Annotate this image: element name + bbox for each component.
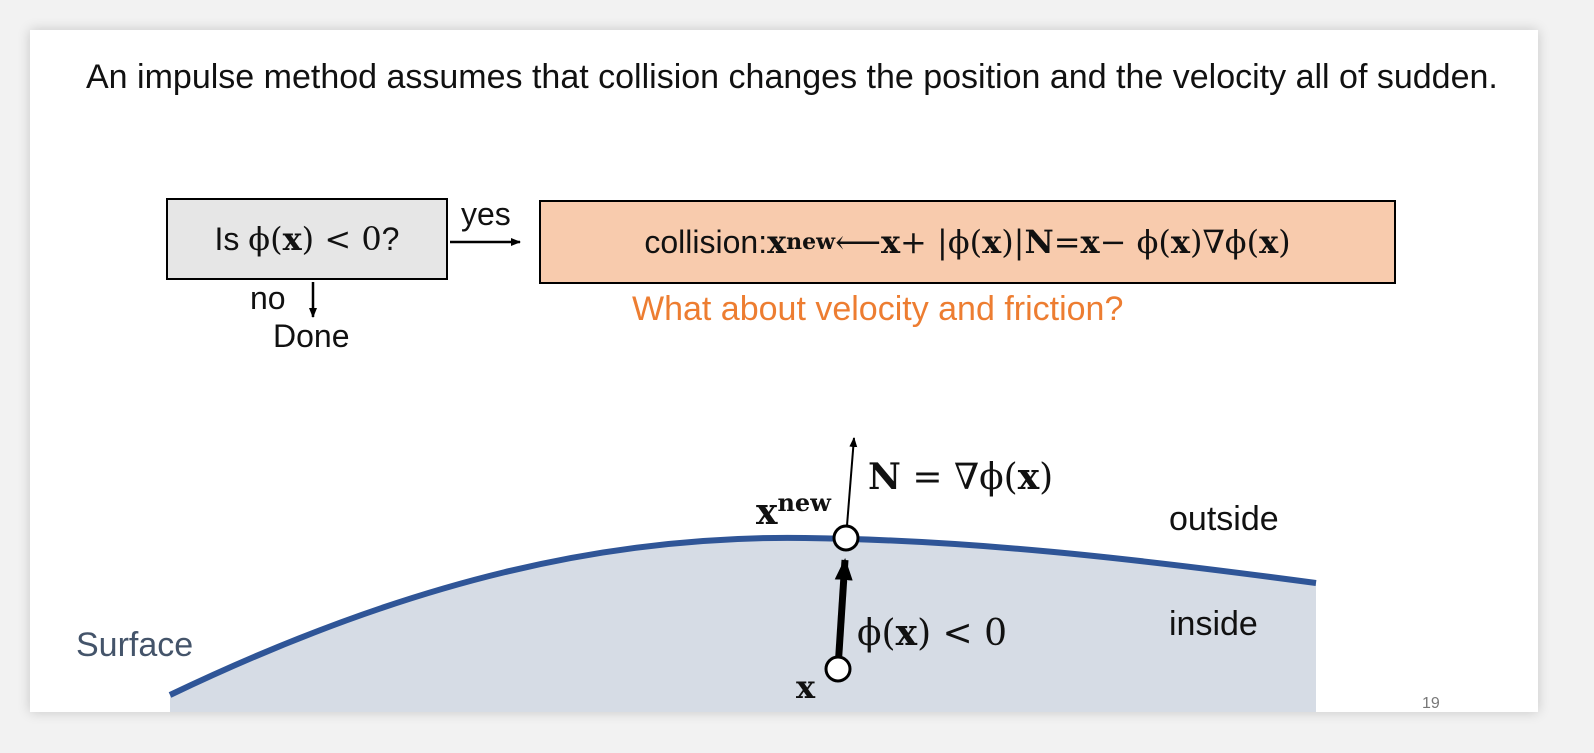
collision-part4: − ϕ( xyxy=(1099,223,1171,261)
collision-part6: ) xyxy=(1278,223,1291,261)
decision-phi: ϕ( xyxy=(248,220,283,258)
collision-x-new-sup: new xyxy=(786,229,836,255)
collision-arrow: ⟵ xyxy=(835,223,881,261)
x-point xyxy=(824,655,852,683)
collision-x-new: x xyxy=(767,223,787,261)
normal-x: x xyxy=(1017,456,1040,498)
decision-box: Is ϕ(x) < 0? xyxy=(166,198,448,280)
velocity-friction-question: What about velocity and friction? xyxy=(632,290,1124,328)
surface-curve xyxy=(168,534,1317,698)
surface-label: Surface xyxy=(76,626,194,664)
collision-x5: x xyxy=(1259,223,1279,261)
inside-region xyxy=(170,537,1316,712)
decision-suffix: ? xyxy=(381,220,400,257)
slide: An impulse method assumes that collision… xyxy=(30,30,1538,712)
displacement-arrow xyxy=(834,558,853,669)
diagram-canvas xyxy=(168,238,1317,712)
normal-label: N = ∇ϕ(x) xyxy=(868,456,1053,498)
no-label: no xyxy=(250,280,286,316)
collision-part3: = xyxy=(1053,223,1081,261)
x-new-point xyxy=(832,524,860,552)
collision-x1: x xyxy=(880,223,901,261)
decision-tail: ) < 0 xyxy=(301,220,382,258)
phi-post: ) < 0 xyxy=(917,613,1008,654)
page-number: 19 xyxy=(1422,695,1440,712)
inside-label: inside xyxy=(1169,605,1258,643)
collision-label: collision: xyxy=(644,223,768,260)
x-new-sup: new xyxy=(777,488,831,517)
phi-x: x xyxy=(895,612,918,654)
x-label: x xyxy=(796,668,816,706)
outside-label: outside xyxy=(1169,500,1279,538)
collision-part2: )| xyxy=(1001,223,1025,261)
collision-x3: x xyxy=(1080,223,1100,261)
phi-label: ϕ(x) < 0 xyxy=(857,612,1007,654)
normal-close: ) xyxy=(1039,457,1054,498)
collision-part1: + |ϕ( xyxy=(900,223,983,261)
collision-part5: )∇ϕ( xyxy=(1189,223,1260,261)
collision-N: N xyxy=(1024,223,1054,261)
collision-x4: x xyxy=(1170,223,1190,261)
yes-label: yes xyxy=(461,196,511,232)
normal-arrow xyxy=(845,437,858,539)
normal-rest: = ∇ϕ( xyxy=(900,457,1018,498)
normal-N: N xyxy=(868,456,901,498)
x-new-label: xnew xyxy=(756,488,831,533)
decision-prefix: Is xyxy=(214,220,240,257)
decision-x: x xyxy=(282,220,302,258)
intro-text: An impulse method assumes that collision… xyxy=(86,58,1498,96)
done-label: Done xyxy=(273,318,350,354)
collision-x2: x xyxy=(982,223,1002,261)
x-new-base: x xyxy=(756,491,778,533)
phi-pre: ϕ( xyxy=(857,613,896,654)
